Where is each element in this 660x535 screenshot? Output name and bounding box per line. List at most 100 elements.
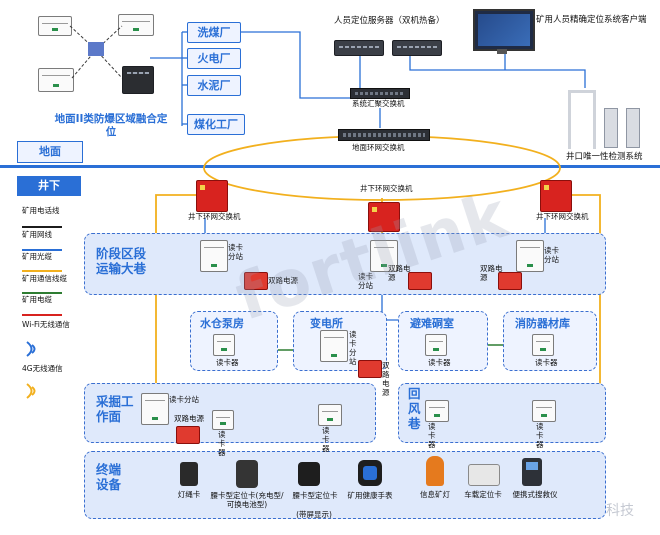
legend-item-comm: 矿用通信线缆 [22,274,67,283]
legend-line-optical [22,270,62,272]
underground-tab: 井下 [17,176,81,196]
server-unit-2 [392,40,442,56]
aggregation-switch [350,88,410,99]
ground-divider-line [0,165,660,168]
reader-sub-mining-label: 读卡分站 [169,395,199,404]
legend: 矿用电话线 矿用网线 矿用光缆 矿用通信线缆 矿用电缆 Wi-Fi无线通信 4G… [20,204,86,384]
underground-ring-switch-right [540,180,572,212]
terminal-watch-face [363,466,377,480]
reader-fire [532,334,554,356]
reader-mining-2 [318,404,342,426]
ground-ring-switch [338,129,430,141]
reader-mining-2-label: 读卡器 [322,426,330,453]
terminal-rescue-label: 便携式搜救仪 [512,490,558,499]
reader-return-2 [532,400,556,422]
underground-ring-switch-mid [368,202,400,232]
reader-refuge [425,334,447,356]
terminal-cap-lamp-card-label: 灯绳卡 [177,490,201,499]
reader-pump-label: 读卡器 [216,358,239,367]
zone-terminal [84,451,606,519]
gate-label: 井口唯一性检测系统 [566,152,643,162]
psu-stage-left-label: 双路电源 [268,276,298,285]
zone-stage-label: 阶段区段运输大巷 [96,246,147,276]
zone-refuge-label: 避难硐室 [410,317,454,330]
reader-pump [213,334,235,356]
terminal-belt-card-label: 腰卡型定位卡(充电型/可换电池型) [210,491,284,509]
ground-tab-label: 地面 [39,145,61,158]
zone-mining-label: 采掘工作面 [96,394,134,424]
net-top-bus [240,31,350,99]
reader-sub-stage-right-label: 读卡分站 [544,246,559,264]
fusion-device-4 [122,66,154,94]
legend-item-power: 矿用电缆 [22,295,52,304]
wifi-icon [26,341,36,357]
zone-fire-label: 消防器材库 [515,317,570,330]
terminal-display-card-img [298,462,320,486]
fusion-device-3 [38,68,74,92]
fusion-links [69,25,123,79]
psu-stage-mid [408,272,432,290]
gate-frame [568,90,596,149]
legend-item-network: 矿用网线 [22,230,52,239]
fusion-label: 地面II类防爆区域融合定位 [54,113,168,138]
reader-sub-stage-mid [370,240,398,272]
terminal-belt-card-img [236,460,258,488]
server-unit-1 [334,40,384,56]
gate-turnstile-2 [626,108,640,148]
client-monitor-stand [497,49,507,54]
server-label: 人员定位服务器（双机热备） [334,16,445,26]
terminal-rescue-img [522,458,542,486]
terminal-rescue-screen [526,462,538,470]
reader-sub-substation-label: 读卡分站 [349,330,357,366]
psu-stage-mid-label: 双路电源 [388,264,411,282]
reader-sub-stage-mid-label: 读卡分站 [358,272,373,290]
optical-left-drop [155,194,205,395]
optical-right-drop [545,194,601,416]
psu-substation-label: 双路电源 [382,361,390,397]
client-label: 矿用人员精确定位系统客户端 [536,15,647,25]
reader-return-2-label: 读卡器 [536,422,544,449]
psu-mining [176,426,200,444]
fusion-device-2 [118,14,154,36]
ring-switch-mid-label: 井下环网交换机 [360,184,413,193]
legend-line-phone [22,226,62,228]
zone-terminal-label: 终端设备 [96,462,122,492]
zone-substation-label: 变电所 [310,317,343,330]
terminal-lamp-img [426,456,444,486]
ground-ring-switch-label: 地面环网交换机 [352,143,405,152]
psu-mining-label: 双路电源 [174,414,204,423]
legend-line-network [22,249,62,251]
zone-pump-label: 水仓泵房 [200,317,244,330]
underground-tab-label: 井下 [38,179,60,192]
psu-stage-left [244,272,268,290]
reader-sub-stage-left-label: 读卡分站 [228,243,243,261]
reader-mining-1-label: 读卡器 [218,430,226,457]
client-monitor [473,9,535,51]
terminal-vehicle-card-img [468,464,500,486]
terminal-display-card-note: (带屏显示) [296,510,332,519]
reader-return-1 [425,400,449,422]
zone-return-label: 回风巷 [408,386,421,431]
net-servers-right [409,55,586,88]
reader-sub-stage-right [516,240,544,272]
terminal-cap-lamp-card-img [180,462,198,486]
plant-thermal-power: 火电厂 [187,48,241,69]
reader-return-1-label: 读卡器 [428,422,436,449]
psu-substation [358,360,382,378]
reader-fire-label: 读卡器 [535,358,558,367]
legend-line-comm [22,292,62,294]
terminal-watch-img [358,460,382,486]
gate-turnstile-1 [604,108,618,148]
legend-line-power [22,314,62,316]
ring-switch-right-label: 井下环网交换机 [536,212,589,221]
underground-ring-switch-left [196,180,228,212]
ground-tab: 地面 [17,141,83,163]
fusion-devices-group [30,8,160,106]
reader-mining-1 [212,410,234,430]
reader-sub-mining [141,393,169,425]
reader-sub-substation [320,330,348,362]
plant-cement: 水泥厂 [187,75,241,96]
aggregation-switch-label: 系统汇聚交换机 [352,99,405,108]
legend-item-phone: 矿用电话线 [22,206,60,215]
plant-coal-washing: 洗煤厂 [187,22,241,43]
